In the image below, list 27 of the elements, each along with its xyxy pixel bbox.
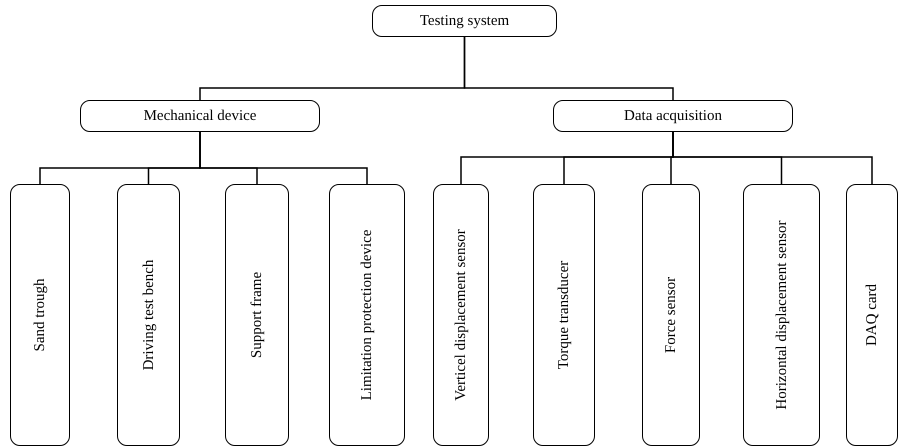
vertical-box — [329, 184, 405, 446]
vertical-box — [743, 184, 820, 446]
connector-line — [464, 37, 674, 100]
category-box — [372, 5, 557, 37]
box-label: Verticel displacement sensor — [452, 229, 470, 401]
box-label: Data acquisition — [624, 108, 722, 124]
category-box — [80, 100, 320, 132]
box-label: Mechanical device — [144, 108, 256, 124]
vertical-box — [225, 184, 289, 446]
box-label: DAQ card — [864, 284, 880, 346]
box-label: Force sensor — [662, 276, 680, 354]
vertical-box — [10, 184, 70, 446]
category-box — [553, 100, 793, 132]
vertical-box — [642, 184, 700, 446]
box-label: Support frame — [248, 272, 266, 358]
box-label: Limitation protection device — [358, 230, 376, 400]
box-label: Testing system — [420, 12, 510, 30]
connector-line — [672, 132, 873, 184]
box-label: Driving test bench — [140, 260, 157, 370]
connector-line — [199, 132, 368, 184]
vertical-box — [117, 184, 180, 446]
box-label: Torque transducer — [556, 260, 572, 370]
vertical-box — [433, 184, 489, 446]
box-label: Sand trough — [32, 278, 48, 352]
vertical-box — [533, 184, 595, 446]
box-label: Horizontal displacement sensor — [773, 220, 790, 410]
vertical-box — [846, 184, 898, 446]
